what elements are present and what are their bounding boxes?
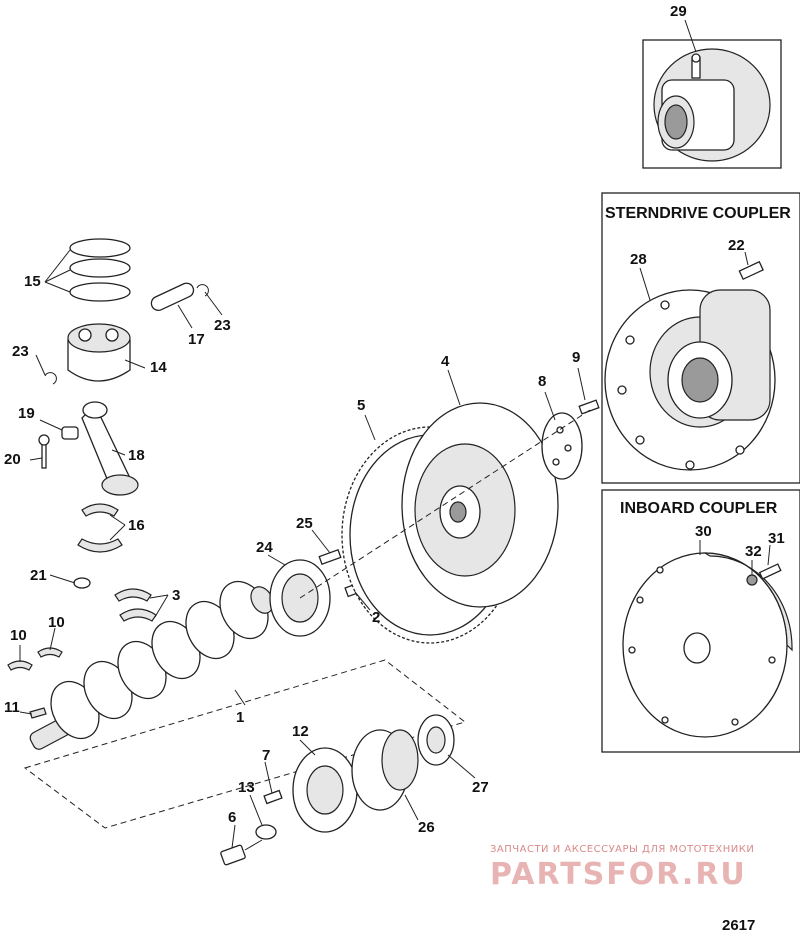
figure-number: 2617 [722, 917, 755, 934]
pulley-bolts [220, 789, 283, 866]
callout-23-left: 23 [12, 343, 29, 360]
callout-10-right: 10 [48, 614, 65, 631]
callout-13: 13 [238, 779, 255, 796]
callout-32: 32 [745, 543, 762, 560]
crankshaft [29, 580, 274, 750]
callout-12: 12 [292, 723, 309, 740]
assembly-dashed-outline [23, 659, 467, 829]
callout-8: 8 [538, 373, 546, 390]
main-bearings [7, 588, 157, 671]
detail-box-29 [642, 19, 782, 169]
callout-1: 1 [236, 709, 244, 726]
sterndrive-coupler-title: STERNDRIVE COUPLER [605, 205, 791, 222]
callout-4: 4 [441, 353, 450, 370]
callout-10-left: 10 [10, 627, 27, 644]
callout-27: 27 [472, 779, 489, 796]
piston [67, 323, 131, 382]
callout-17: 17 [188, 331, 205, 348]
callout-30: 30 [695, 523, 712, 540]
crank-hub [351, 729, 419, 811]
leader-lines [19, 249, 586, 849]
flywheel [401, 402, 559, 608]
callout-labels: 1 2 3 4 5 6 7 8 9 10 10 11 12 13 14 15 1… [4, 3, 785, 836]
inboard-coupler-title: INBOARD COUPLER [620, 500, 778, 517]
callout-23-right: 23 [214, 317, 231, 334]
front-seal [417, 714, 455, 766]
callout-28: 28 [630, 251, 647, 268]
callout-2: 2 [372, 609, 380, 626]
callout-18: 18 [128, 447, 145, 464]
sterndrive-coupler-box [601, 192, 800, 484]
callout-19: 19 [18, 405, 35, 422]
connecting-rod [38, 401, 139, 496]
piston-rings [69, 238, 131, 302]
callout-25: 25 [296, 515, 313, 532]
crank-pulley [292, 747, 358, 833]
callout-15: 15 [24, 273, 41, 290]
callout-21: 21 [30, 567, 47, 584]
callout-31: 31 [768, 530, 785, 547]
callout-11: 11 [4, 699, 20, 716]
piston-pin [150, 282, 195, 311]
callout-3: 3 [172, 587, 180, 604]
callout-16: 16 [128, 517, 145, 534]
callout-29: 29 [670, 3, 687, 20]
callout-7: 7 [262, 747, 270, 764]
watermark-brand: PARTSFOR.RU [490, 857, 747, 892]
watermark-tagline: ЗАПЧАСТИ И АКСЕССУАРЫ ДЛЯ МОТОТЕХНИКИ [490, 844, 754, 855]
crank-key [29, 707, 47, 719]
inboard-coupler-box [601, 489, 800, 753]
rod-bearings [73, 503, 123, 589]
callout-26: 26 [418, 819, 435, 836]
drive-plate [299, 399, 600, 599]
callout-14: 14 [150, 359, 167, 376]
callout-20: 20 [4, 451, 21, 468]
callout-5: 5 [357, 397, 365, 414]
callout-6: 6 [228, 809, 236, 826]
callout-9: 9 [572, 349, 580, 366]
callout-22: 22 [728, 237, 745, 254]
callout-24: 24 [256, 539, 273, 556]
